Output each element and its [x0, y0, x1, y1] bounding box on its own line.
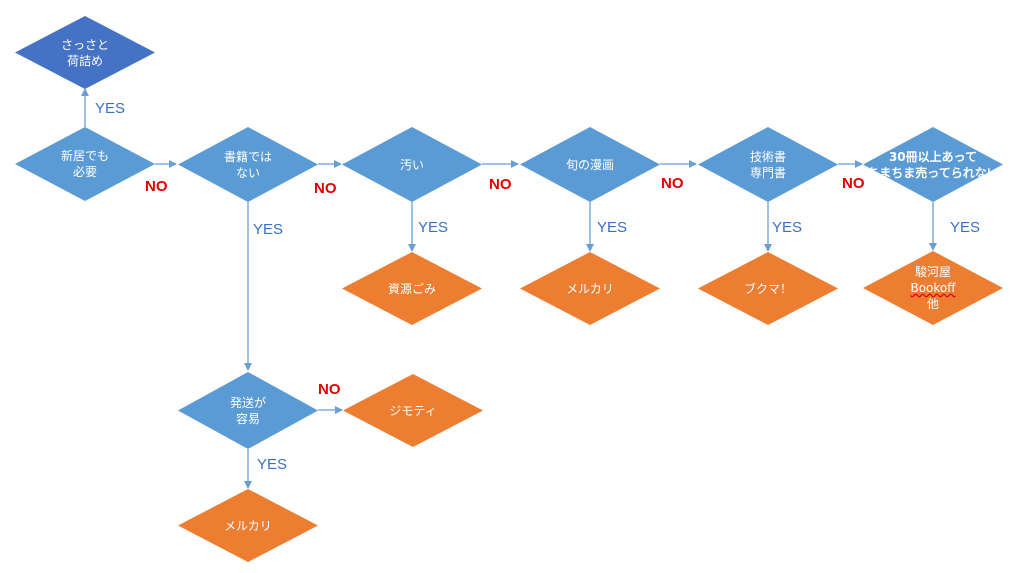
diamond-shape: [698, 252, 838, 325]
node-tech: 技術書専門書: [698, 127, 838, 202]
node-thirty: 30冊以上あってちまちま売ってられない: [863, 127, 1003, 202]
node-text: ない: [235, 165, 260, 180]
node-text: 資源ごみ: [387, 281, 436, 296]
node-text: 発送が: [229, 395, 266, 410]
edge-label-no: NO: [145, 178, 168, 195]
node-jimoty: ジモティ: [343, 374, 483, 447]
node-trash: 資源ごみ: [342, 252, 482, 325]
node-pack: さっさと荷詰め: [15, 16, 155, 89]
node-surugaya: 駿河屋 Bookoff 他: [863, 251, 1003, 325]
node-text: Bookoff: [910, 281, 956, 295]
node-mercari-1: メルカリ: [520, 252, 660, 325]
diamond-shape: [342, 252, 482, 325]
node-notbook: 書籍ではない: [178, 127, 318, 202]
node-text: 荷詰め: [66, 53, 103, 68]
edge-label-no: NO: [314, 180, 337, 197]
diamond-shape: [178, 489, 318, 562]
node-text: ちまちま売ってられない: [867, 165, 999, 180]
node-mercari-2: メルカリ: [178, 489, 318, 562]
diamond-shape: [178, 372, 318, 449]
diamond-shape: [863, 251, 1003, 325]
node-text: 汚い: [399, 157, 424, 172]
edge-label-yes: YES: [772, 219, 803, 236]
node-text: 容易: [235, 411, 260, 426]
node-text: 新居でも: [60, 149, 109, 163]
edge-label-no: NO: [318, 381, 341, 398]
node-text: 駿河屋: [914, 265, 951, 279]
edge-label-yes: YES: [95, 100, 126, 117]
node-text: さっさと: [60, 37, 109, 52]
node-text: メルカリ: [224, 518, 272, 533]
diamond-shape: [178, 127, 318, 202]
edge-label-yes: YES: [597, 219, 628, 236]
edge-label-yes: YES: [418, 219, 449, 236]
edge-label-yes: YES: [253, 221, 284, 238]
node-newhome: 新居でも必要: [15, 127, 155, 201]
node-text: 技術書: [749, 149, 786, 164]
node-text: 30冊以上あって: [888, 149, 978, 164]
diamond-shape: [342, 127, 482, 202]
diamond-shape: [15, 16, 155, 89]
edge-label-no: NO: [661, 175, 684, 192]
diamond-shape: [698, 127, 838, 202]
node-text: 旬の漫画: [565, 157, 614, 172]
node-text: ジモティ: [389, 403, 437, 418]
node-text: ブクマ！: [743, 281, 792, 296]
diamond-shape: [343, 374, 483, 447]
diamond-shape: [520, 127, 660, 202]
edge-label-no: NO: [842, 175, 865, 192]
node-text: 専門書: [749, 165, 786, 180]
diamond-shape: [520, 252, 660, 325]
diamond-shape: [863, 127, 1003, 202]
edge-label-yes: YES: [950, 219, 981, 236]
node-ship: 発送が容易: [178, 372, 318, 449]
node-dirty: 汚い: [342, 127, 482, 202]
edge-label-no: NO: [489, 176, 512, 193]
node-manga: 旬の漫画: [520, 127, 660, 202]
node-text: 必要: [72, 165, 97, 179]
node-text: 他: [926, 297, 939, 311]
node-bukuma: ブクマ！: [698, 252, 838, 325]
edge-label-yes: YES: [257, 456, 288, 473]
node-text: メルカリ: [566, 281, 614, 296]
diamond-shape: [15, 127, 155, 201]
node-text: 書籍では: [223, 149, 272, 164]
